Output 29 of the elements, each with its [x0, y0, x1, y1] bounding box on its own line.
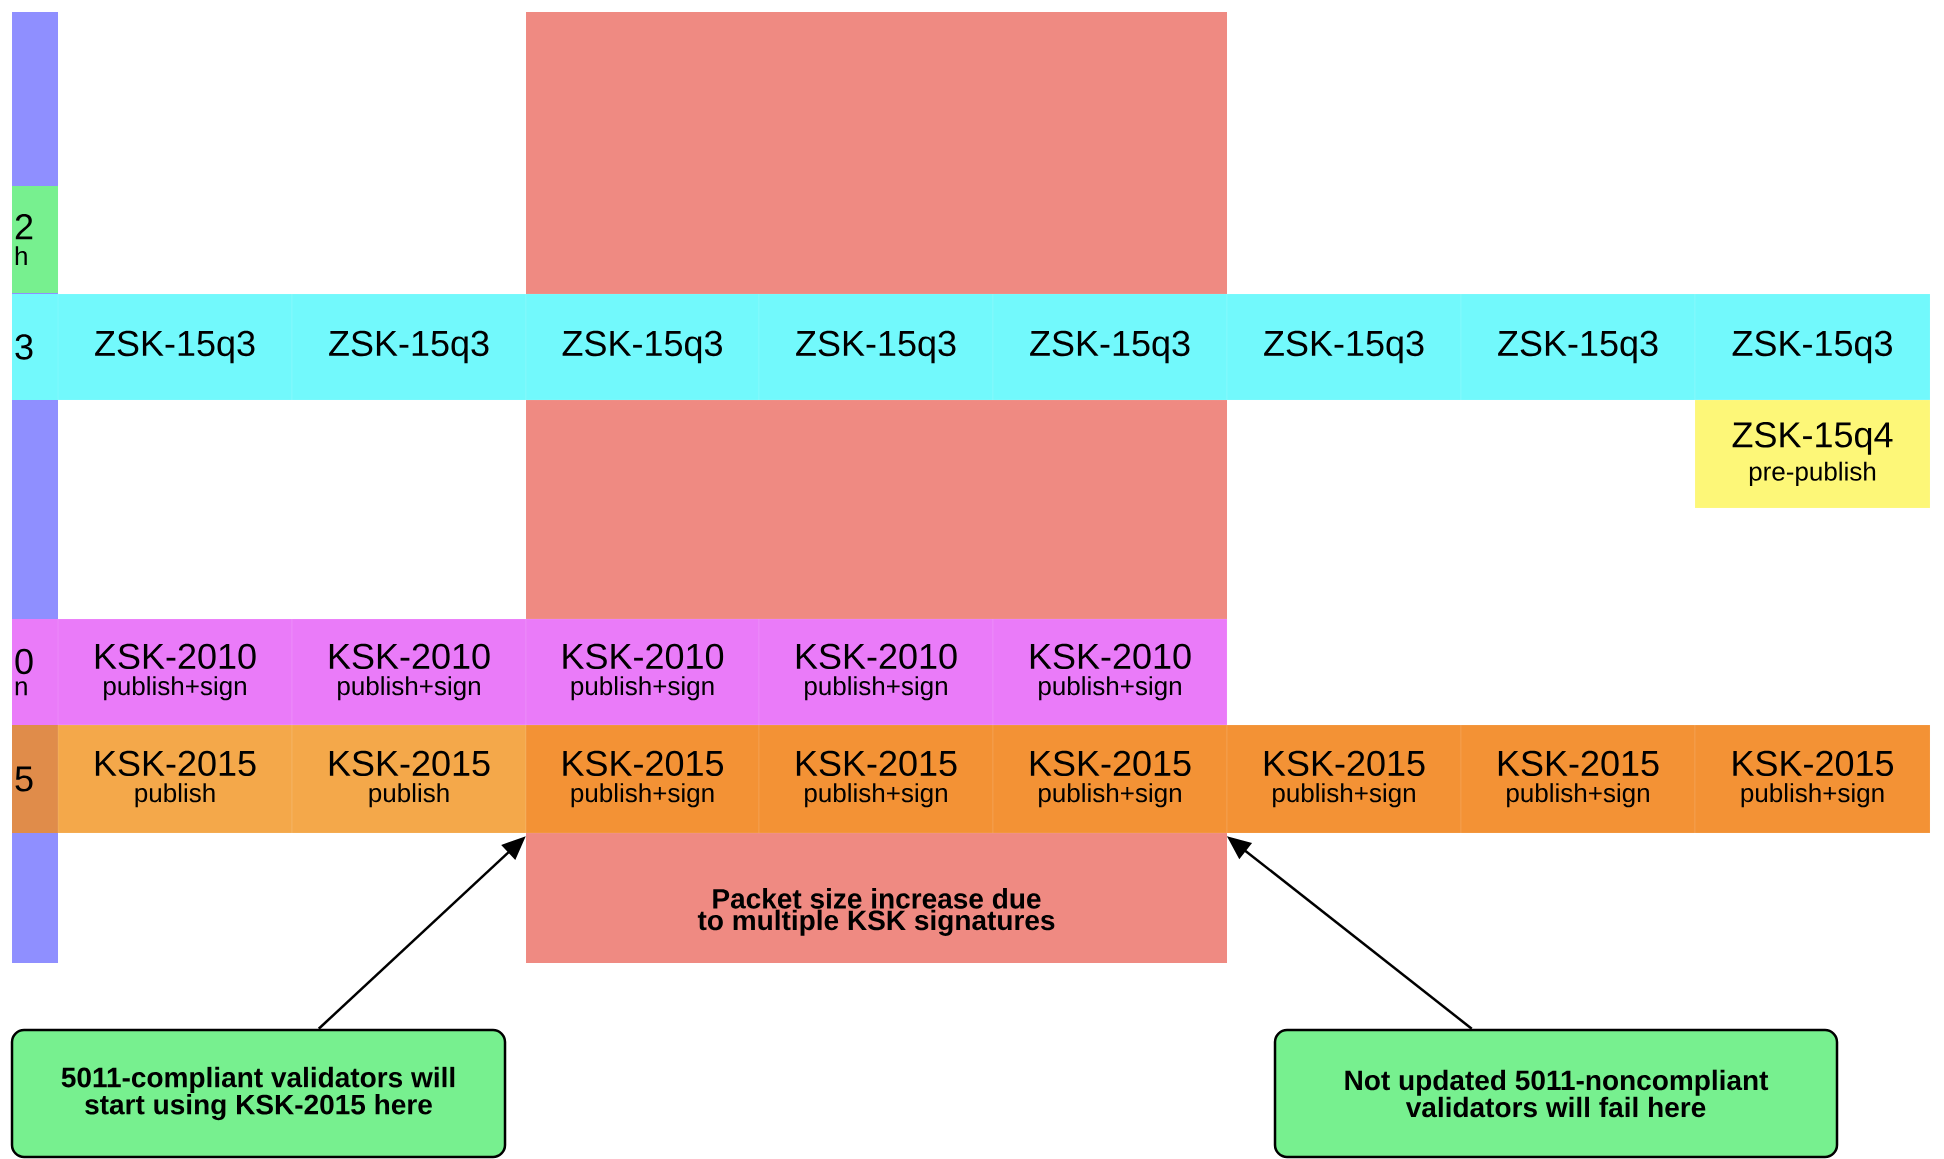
timeline-cell: KSK-2015 publish — [291, 724, 527, 834]
timeline-cell: 0 n — [12, 619, 58, 725]
node-label: n — [15, 681, 27, 696]
timeline-cell: 5 — [12, 725, 58, 833]
timeline-cell: ZSK-15q3 — [758, 293, 994, 401]
timeline-cell: ZSK-15q3 — [992, 293, 1228, 401]
callout-box: 5011-compliant validators will start using KSK-2015 here — [10, 1028, 507, 1159]
timeline-cell: ZSK-15q3 — [525, 293, 760, 401]
timeline-cell: KSK-2015 publish+sign — [992, 724, 1228, 834]
timeline-cell: KSK-2010 publish+sign — [758, 618, 994, 726]
timeline-cell: ZSK-15q4 pre-publish — [1694, 399, 1931, 509]
timeline-cell: KSK-2010 publish+sign — [525, 618, 760, 726]
timeline-cell: 3 — [12, 294, 58, 400]
callout-box: Not updated 5011-noncompliant validators will fail here — [1273, 1028, 1839, 1159]
timeline-cell: ZSK-15q3 — [1226, 293, 1462, 401]
timeline-cell: KSK-2015 publish+sign — [758, 724, 994, 834]
timeline-cell: KSK-2010 publish+sign — [992, 618, 1228, 726]
timeline-cell: ZSK-15q3 — [291, 293, 527, 401]
timeline-cell: ZSK-15q3 — [1694, 293, 1931, 401]
node-label: 0 — [15, 648, 33, 675]
node-label: 3 — [15, 334, 33, 360]
timeline-cell: KSK-2015 publish+sign — [1226, 724, 1462, 834]
timeline-cell: KSK-2015 publish — [57, 724, 293, 834]
timeline-cell: KSK-2015 publish+sign — [1694, 724, 1931, 834]
timeline-cell: ZSK-15q3 — [1460, 293, 1696, 401]
timeline-cell: KSK-2010 publish+sign — [291, 618, 527, 726]
timeline-cell: KSK-2015 publish+sign — [1460, 724, 1696, 834]
timeline-cell: KSK-2015 publish+sign — [525, 724, 760, 834]
timeline-cell: 2 h — [12, 186, 58, 293]
